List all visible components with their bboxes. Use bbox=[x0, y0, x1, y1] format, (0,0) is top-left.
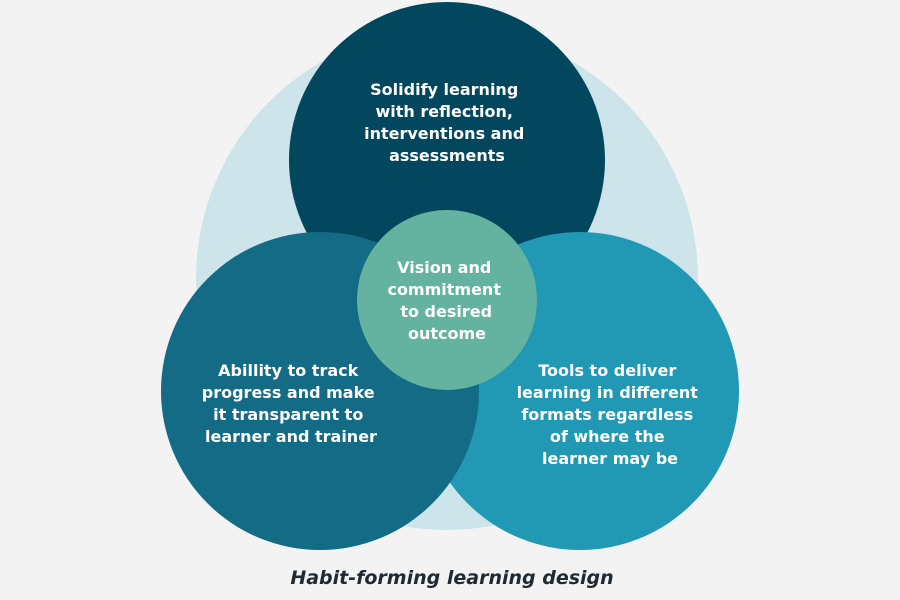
top-circle-text: Solidify learning with reflection, inter… bbox=[364, 80, 530, 165]
center-circle-text: Vision and commitment to desired outcome bbox=[387, 258, 506, 343]
text-line: outcome bbox=[408, 324, 486, 343]
diagram-caption: Habit-forming learning design bbox=[290, 567, 613, 589]
text-line: Tools to deliver bbox=[538, 361, 676, 380]
text-line: progress and make bbox=[202, 383, 375, 402]
text-line: commitment bbox=[387, 280, 501, 299]
right-circle-text: Tools to deliver learning in different f… bbox=[517, 361, 704, 468]
text-line: formats regardless bbox=[521, 405, 693, 424]
text-line: learner and trainer bbox=[205, 427, 377, 446]
text-line: it transparent to bbox=[213, 405, 363, 424]
text-line: assessments bbox=[389, 146, 505, 165]
text-line: Vision and bbox=[397, 258, 491, 277]
left-circle-text: Abillity to track progress and make it t… bbox=[202, 361, 380, 446]
center-circle bbox=[357, 210, 537, 390]
top-circle bbox=[289, 2, 605, 318]
text-line: Abillity to track bbox=[218, 361, 358, 380]
text-line: to desired bbox=[400, 302, 492, 321]
text-line: learning in different bbox=[517, 383, 699, 402]
text-line: with reflection, bbox=[376, 102, 513, 121]
text-line: Solidify learning bbox=[370, 80, 518, 99]
text-line: of where the bbox=[550, 427, 665, 446]
text-line: learner may be bbox=[542, 449, 678, 468]
text-line: interventions and bbox=[364, 124, 524, 143]
